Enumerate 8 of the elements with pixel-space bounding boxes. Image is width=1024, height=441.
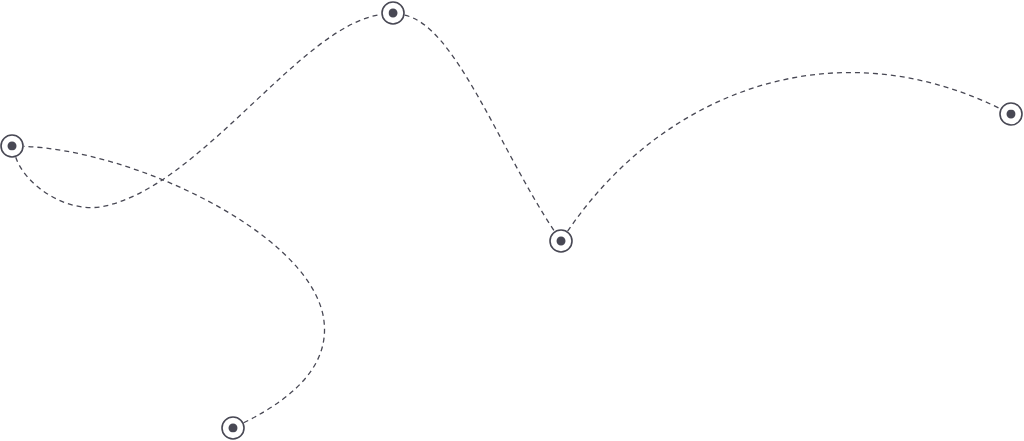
target-marker-icon — [0, 134, 24, 158]
target-marker-icon — [221, 416, 245, 440]
dashed-path — [567, 72, 1002, 232]
target-marker-icon — [381, 1, 405, 25]
target-marker-icon — [999, 102, 1023, 126]
target-marker-icon — [549, 229, 573, 253]
dashed-path — [403, 14, 556, 232]
dashed-path — [23, 145, 326, 424]
